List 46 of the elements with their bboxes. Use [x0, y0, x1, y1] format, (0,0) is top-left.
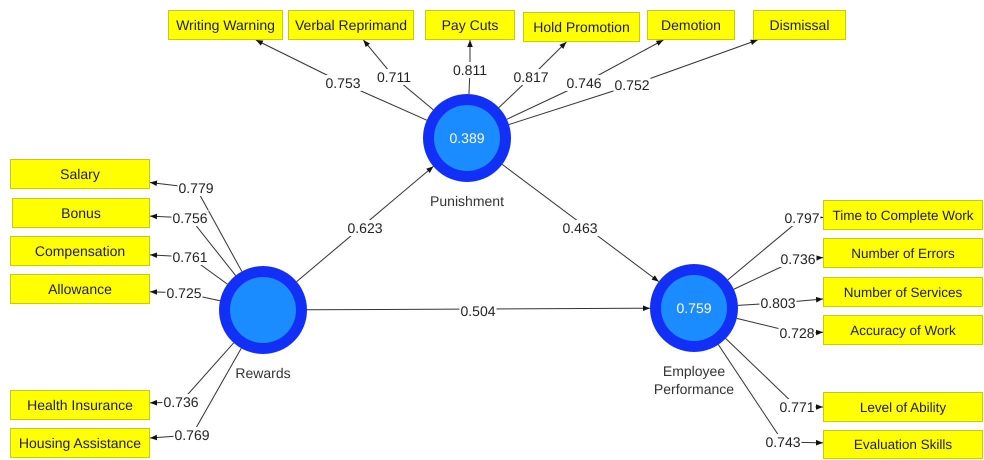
indicator-box: Hold Promotion	[523, 12, 640, 42]
edge-label: 0.779	[177, 180, 215, 196]
edge-label: 0.736	[779, 251, 817, 267]
edge-label: 0.504	[459, 303, 497, 319]
construct-label: Punishment	[429, 192, 505, 210]
edge-label: 0.797	[783, 210, 821, 226]
edge-label: 0.725	[165, 285, 203, 301]
indicator-box: Compensation	[10, 236, 150, 266]
indicator-box: Allowance	[10, 274, 150, 304]
indicator-box: Number of Services	[823, 277, 983, 307]
edge-label: 0.728	[778, 325, 816, 341]
edge-label: 0.761	[171, 249, 209, 265]
r-squared-value: 0.759	[676, 300, 712, 316]
edge-label: 0.736	[162, 394, 200, 410]
indicator-box: Bonus	[12, 198, 150, 228]
indicator-box: Number of Errors	[823, 238, 983, 268]
indicator-box: Dismissal	[753, 10, 846, 40]
construct-label: Employee Performance	[652, 362, 736, 398]
edge-label: 0.753	[324, 75, 362, 91]
indicator-box: Verbal Reprimand	[288, 10, 414, 40]
edge-label: 0.752	[613, 77, 651, 93]
indicator-box: Pay Cuts	[425, 10, 515, 40]
arrow	[502, 164, 660, 282]
edge-label: 0.803	[759, 295, 797, 311]
edge-label: 0.769	[173, 427, 211, 443]
edge-label: 0.756	[171, 210, 209, 226]
edge-label: 0.743	[764, 434, 802, 450]
indicator-box: Writing Warning	[168, 10, 283, 40]
edge-label: 0.811	[452, 62, 488, 78]
construct-label: Rewards	[234, 364, 292, 382]
indicator-box: Salary	[10, 159, 150, 189]
indicator-box: Time to Complete Work	[823, 200, 983, 230]
edge-label: 0.463	[561, 220, 599, 236]
edge-label: 0.623	[346, 220, 384, 236]
indicator-box: Evaluation Skills	[823, 430, 983, 459]
indicator-box: Demotion	[647, 10, 735, 40]
r-squared-value: 0.389	[449, 130, 485, 146]
indicator-box: Housing Assistance	[10, 428, 150, 458]
edge-label: 0.746	[565, 75, 603, 91]
edge-label: 0.771	[778, 399, 816, 415]
edge-label: 0.711	[376, 69, 412, 85]
indicator-box: Accuracy of Work	[823, 315, 983, 345]
indicator-box: Health Insurance	[10, 390, 150, 420]
indicator-box: Level of Ability	[823, 392, 983, 422]
edge-label: 0.817	[512, 69, 550, 85]
arrow	[306, 305, 650, 312]
